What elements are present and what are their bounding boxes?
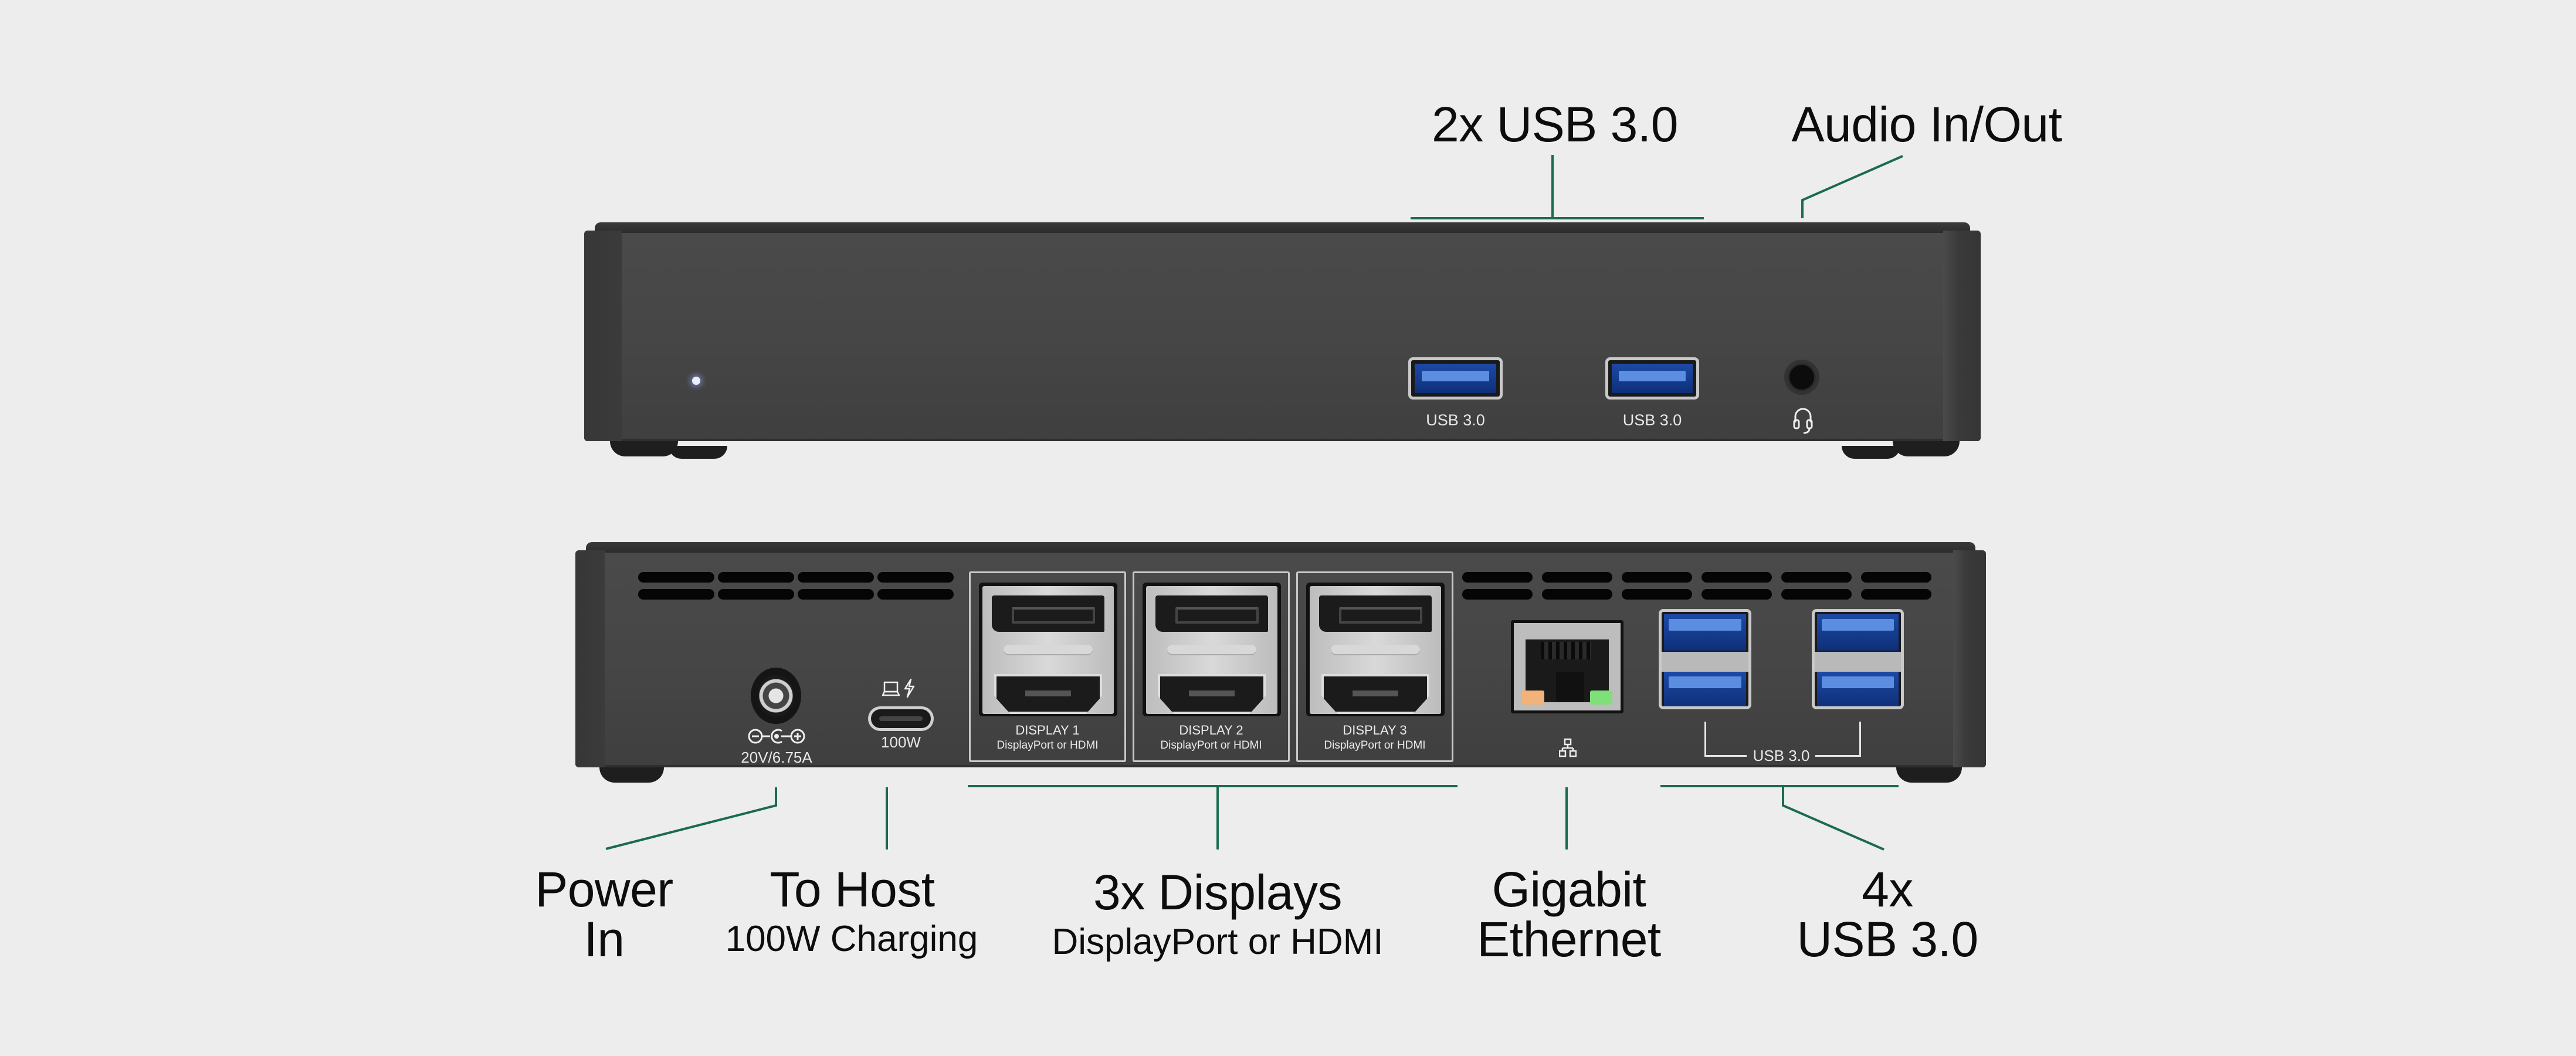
vent [1781, 572, 1852, 583]
vent [798, 589, 874, 600]
vent [718, 589, 794, 600]
rear-foot-right [1896, 767, 1962, 783]
rear-usb-bracket-right [1859, 722, 1861, 757]
vent [1701, 589, 1772, 600]
front-usb-port-1[interactable] [1408, 357, 1503, 400]
rear-usb-bracket-right-h [1815, 755, 1861, 757]
display-1-sublabel: DisplayPort or HDMI [996, 739, 1099, 752]
vent [1781, 589, 1852, 600]
display-2-box: DISPLAY 2 DisplayPort or HDMI [1133, 571, 1290, 762]
display-2-hdmi[interactable] [1158, 674, 1266, 714]
callout-rear-usb-line2: USB 3.0 [1797, 912, 1978, 967]
callout-displays-sub: DisplayPort or HDMI [1052, 922, 1384, 962]
display-3-sublabel: DisplayPort or HDMI [1324, 739, 1426, 752]
display-2-port-cage [1143, 583, 1281, 716]
headset-icon [1793, 408, 1813, 434]
display-3-displayport[interactable] [1319, 595, 1432, 632]
rear-top-edge [586, 542, 1975, 553]
rear-usb-stack-2 [1812, 609, 1904, 709]
vent [1542, 572, 1612, 583]
front-foot-right [1893, 441, 1960, 456]
front-usb-label-1: USB 3.0 [1426, 411, 1485, 429]
display-3-hdmi[interactable] [1321, 674, 1429, 714]
rear-usb-port-2[interactable] [1664, 672, 1746, 706]
power-rating-label: 20V/6.75A [741, 749, 812, 766]
dc-polarity-icon [748, 729, 805, 744]
usb-c-host-port[interactable] [868, 706, 934, 731]
vent [1542, 589, 1612, 600]
rear-usb-label: USB 3.0 [1753, 747, 1810, 764]
vent [638, 589, 714, 600]
front-top-edge [595, 222, 1970, 233]
display-1-box: DISPLAY 1 DisplayPort or HDMI [969, 571, 1126, 762]
display-2-sublabel: DisplayPort or HDMI [1160, 739, 1262, 752]
rear-left-side [575, 550, 605, 767]
dock-front-view: USB 3.0 USB 3.0 [584, 222, 1981, 441]
display-3-label: DISPLAY 3 [1343, 723, 1407, 737]
callout-displays: 3x Displays [1093, 865, 1342, 920]
rear-usb-port-1[interactable] [1664, 614, 1746, 651]
rear-usb-bracket-left-h [1704, 755, 1747, 757]
callout-host: To Host [770, 862, 935, 917]
display-2-displayport[interactable] [1155, 595, 1268, 632]
rear-foot-left [599, 767, 664, 783]
rear-usb-port-4[interactable] [1817, 672, 1899, 706]
rear-usb-bracket-left [1704, 722, 1706, 757]
dc-power-jack[interactable] [751, 668, 801, 724]
power-leader-line [605, 787, 777, 850]
lightning-bolt-icon [904, 678, 915, 698]
display-1-port-cage [979, 583, 1117, 716]
vent [1622, 572, 1692, 583]
vent [877, 589, 954, 600]
dock-rear-view: 20V/6.75A 100W DISPLAY 1 DisplayPort or … [575, 542, 1986, 767]
rear-usb-stack-1 [1659, 609, 1751, 709]
power-led-icon [692, 377, 700, 385]
display-3-box: DISPLAY 3 DisplayPort or HDMI [1296, 571, 1453, 762]
audio-jack[interactable] [1784, 360, 1819, 395]
vent [1622, 589, 1692, 600]
network-icon [1559, 738, 1577, 757]
vent [877, 572, 954, 583]
vent [718, 572, 794, 583]
callout-power-line1: Power [535, 862, 673, 917]
display-1-hdmi[interactable] [994, 674, 1102, 714]
display-1-displayport[interactable] [992, 595, 1104, 632]
vent [1462, 572, 1533, 583]
vent [798, 572, 874, 583]
vent [1462, 589, 1533, 600]
laptop-icon [882, 681, 900, 696]
audio-leader-line [1801, 155, 1903, 218]
vent [1861, 589, 1931, 600]
vent [638, 572, 714, 583]
callout-ethernet-line1: Gigabit [1492, 862, 1646, 917]
rear-usb-leader-line [1782, 786, 1884, 851]
vent [1861, 572, 1931, 583]
callout-ethernet-line2: Ethernet [1477, 912, 1661, 967]
callout-rear-usb-line1: 4x [1862, 862, 1913, 917]
callout-audio: Audio In/Out [1791, 97, 2062, 152]
callout-host-sub: 100W Charging [725, 919, 978, 959]
display-3-port-cage [1306, 583, 1445, 716]
ethernet-led-amber [1522, 691, 1544, 705]
ethernet-port[interactable] [1511, 620, 1623, 713]
front-left-side [584, 231, 622, 441]
front-right-side [1943, 231, 1981, 441]
display-1-label: DISPLAY 1 [1015, 723, 1080, 737]
callout-power-line2: In [584, 912, 625, 967]
rear-right-side [1953, 550, 1986, 767]
ethernet-led-green [1590, 691, 1612, 705]
callout-front-usb: 2x USB 3.0 [1432, 97, 1678, 152]
front-foot-left [610, 441, 678, 456]
front-foot-right-2 [1842, 446, 1900, 459]
front-usb-port-2[interactable] [1605, 357, 1699, 400]
host-port-label: 100W [881, 733, 921, 751]
front-usb-label-2: USB 3.0 [1622, 411, 1682, 429]
rear-usb-port-3[interactable] [1817, 614, 1899, 651]
front-foot-left-2 [669, 446, 727, 459]
display-2-label: DISPLAY 2 [1179, 723, 1243, 737]
vent [1701, 572, 1772, 583]
